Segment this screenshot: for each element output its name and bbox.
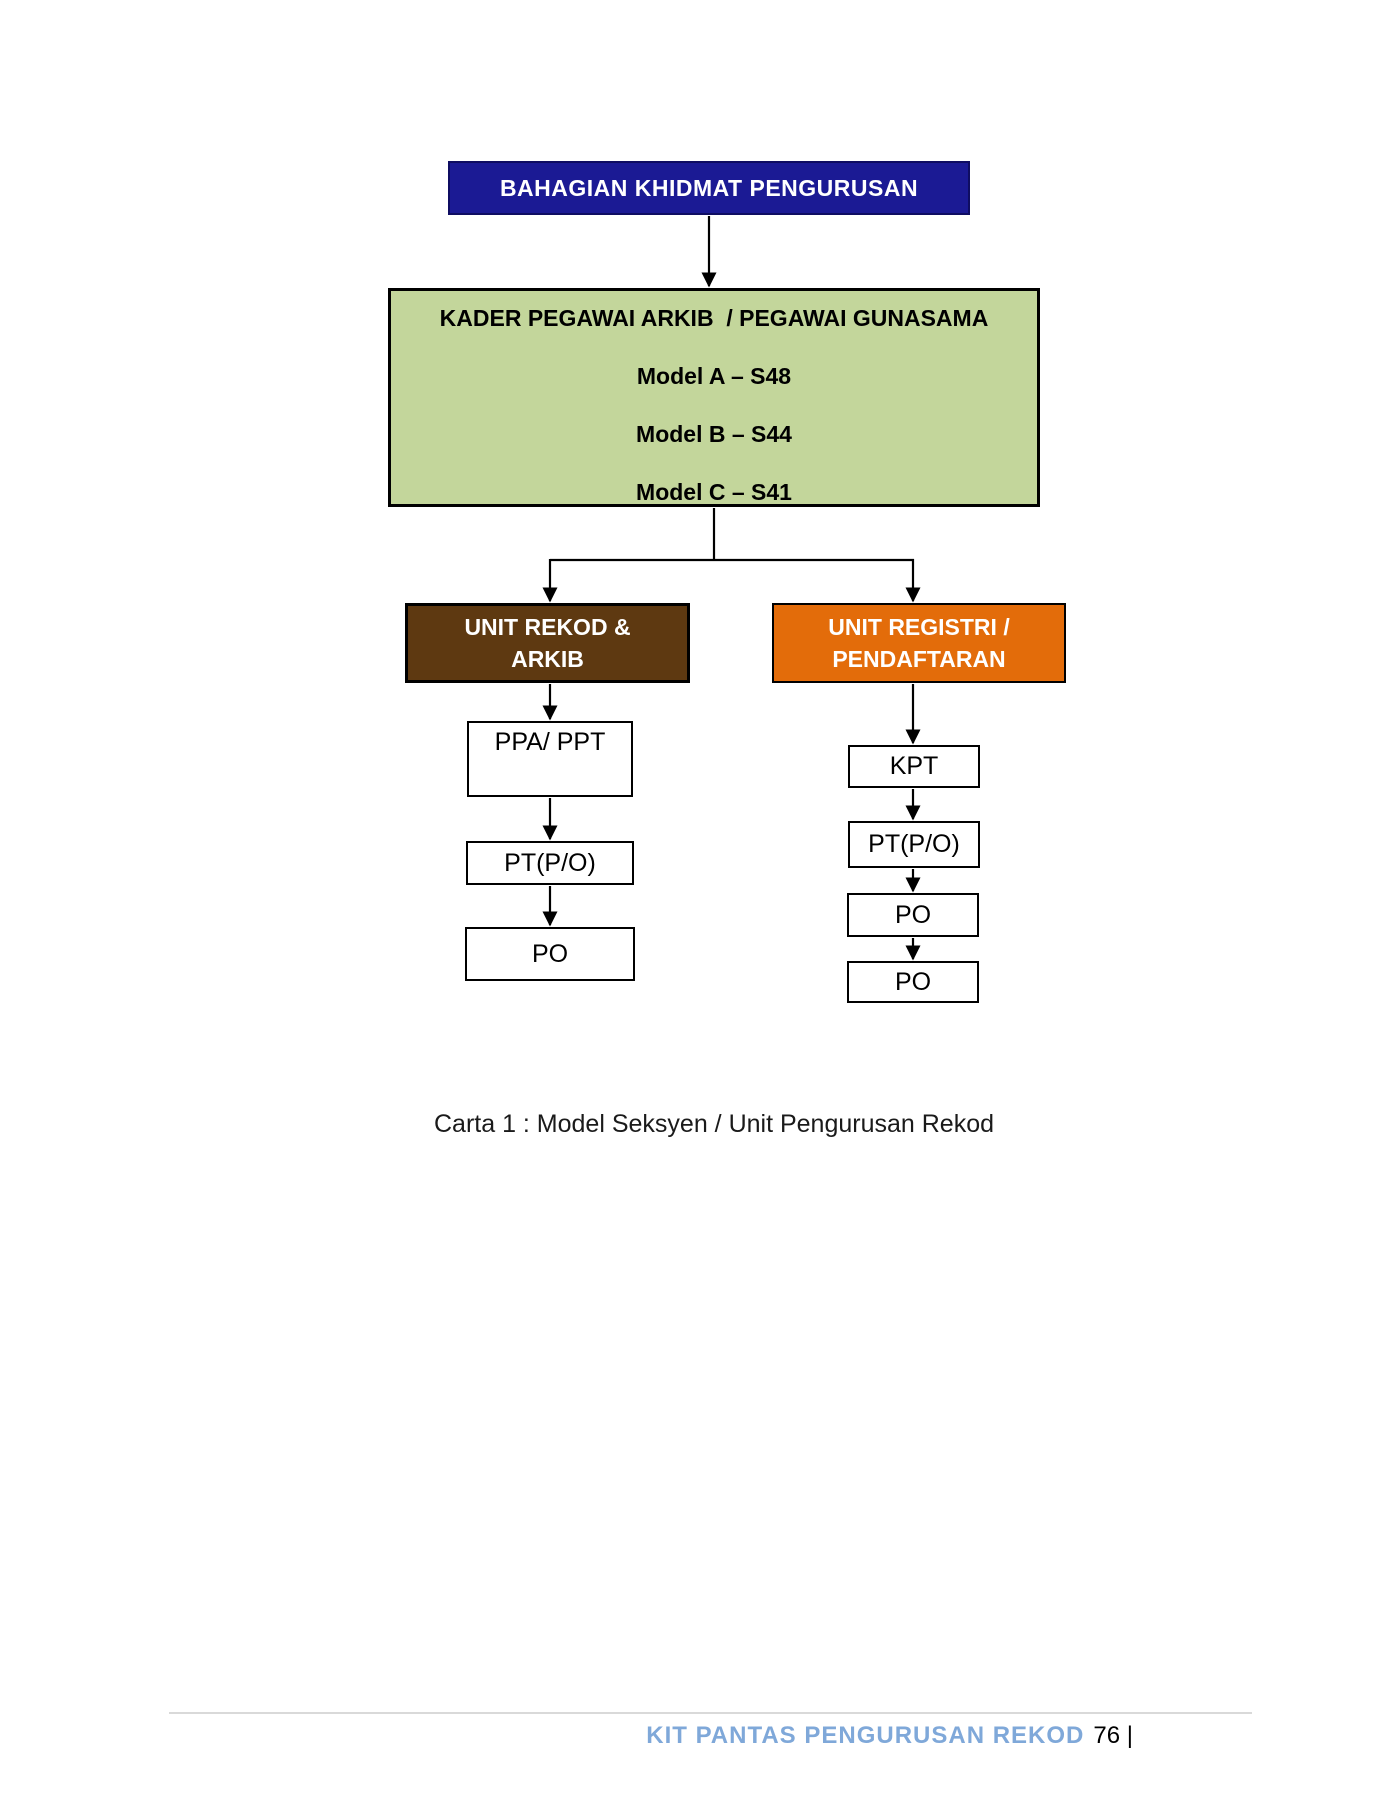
unit-registri-line2: PENDAFTARAN (832, 646, 1006, 672)
node-po-right-2: PO (847, 961, 979, 1003)
kader-model-b: Model B – S44 (636, 421, 792, 447)
node-po-left: PO (465, 927, 635, 981)
node-kader-pegawai: KADER PEGAWAI ARKIB / PEGAWAI GUNASAMA M… (388, 288, 1040, 507)
node-unit-rekod-arkib: UNIT REKOD & ARKIB (405, 603, 690, 683)
footer-rule (169, 1712, 1252, 1714)
chart-caption: Carta 1 : Model Seksyen / Unit Pengurusa… (433, 1110, 995, 1138)
unit-rekod-line1: UNIT REKOD & (464, 614, 631, 640)
footer-page-number: 76 | (1093, 1722, 1133, 1749)
kader-title: KADER PEGAWAI ARKIB / PEGAWAI GUNASAMA (439, 305, 989, 331)
footer: KIT PANTAS PENGURUSAN REKOD 76 | (169, 1722, 1133, 1750)
kader-model-c: Model C – S41 (636, 479, 792, 505)
node-bahagian-khidmat-pengurusan: BAHAGIAN KHIDMAT PENGURUSAN (448, 161, 970, 215)
node-pt-po-left: PT(P/O) (466, 841, 634, 885)
kader-model-a: Model A – S48 (636, 363, 792, 389)
unit-rekod-line2: ARKIB (511, 646, 584, 672)
node-po-right-1: PO (847, 893, 979, 937)
node-kpt: KPT (848, 745, 980, 788)
node-pt-po-right: PT(P/O) (848, 821, 980, 868)
node-unit-registri-pendaftaran: UNIT REGISTRI / PENDAFTARAN (772, 603, 1066, 683)
unit-registri-line1: UNIT REGISTRI / (828, 614, 1010, 640)
footer-book-title: KIT PANTAS PENGURUSAN REKOD (646, 1722, 1085, 1749)
node-ppa-ppt: PPA/ PPT (467, 721, 633, 797)
